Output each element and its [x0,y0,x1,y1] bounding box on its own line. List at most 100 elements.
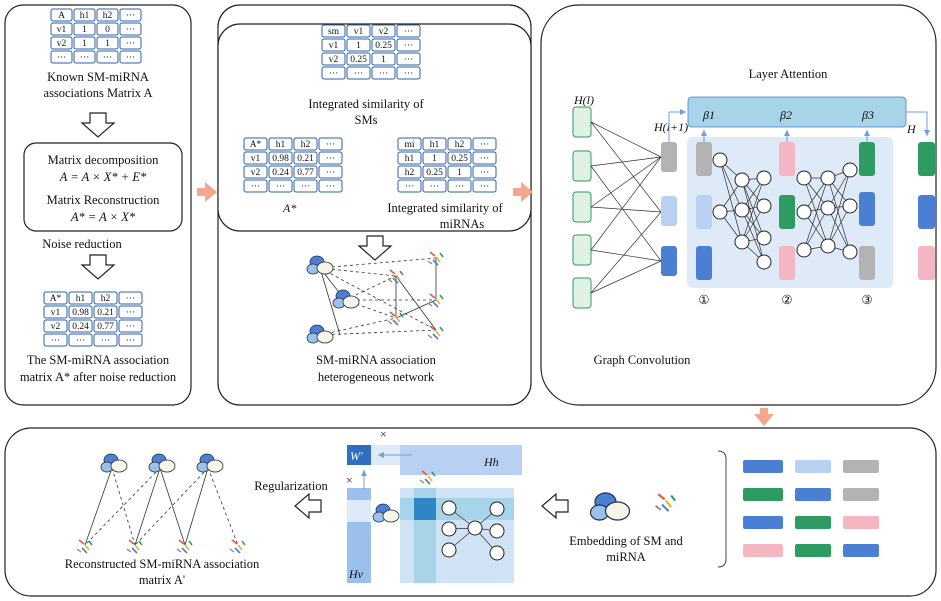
net-node [820,170,836,186]
net-node [756,254,772,270]
net-node [796,170,812,186]
matrix-cell-text: ··· [326,154,336,164]
matrix-cell-text: v1 [354,27,364,37]
network-caption-line2: heterogeneous network [318,370,435,384]
matrix-cell [321,66,346,80]
beta-1: β1 [702,108,715,122]
net-edge [741,209,765,263]
matrix-cell [43,319,68,333]
sm-caption-line2: SMs [355,113,378,127]
matrix-cell-text: h1 [76,294,86,304]
matrix-cell [293,165,318,179]
matrix-cell-text: v1 [57,25,67,35]
matrix-cell-text: ··· [251,182,261,192]
matrix-cell [318,179,343,193]
matrix-cell-text: A* [250,140,262,150]
sm-caption-line1: Integrated similarity of [308,97,424,111]
matrix-cell [96,50,119,64]
box-line-3: Matrix Reconstruction [47,193,161,207]
caption-astar-line1: The SM-miRNA association [27,353,170,367]
matrix-cell [396,52,421,66]
matrix-cell [371,66,396,80]
matrix-cell-text: 0.25 [350,55,367,65]
embedding-grid [743,460,879,557]
h-l1-label: H(l+1) [653,120,688,134]
matrix-cell [422,151,447,165]
matrix-cell-text: ··· [404,55,414,65]
times-symbol-left: × [346,473,353,487]
matrix-cell [243,165,268,179]
matrix-cell-text: v2 [251,168,261,178]
matrix-cell-text: ··· [103,53,113,63]
matrix-cell-text: mi [404,140,414,150]
net-node [467,520,483,536]
net-edge [827,205,851,247]
decoder-net [441,500,505,561]
box-line-1: Matrix decomposition [48,153,159,167]
matrix-cell [243,137,268,151]
net-edge [741,177,765,243]
net-edge [827,207,851,253]
matrix-cell [119,36,142,50]
matrix-cell [118,305,143,319]
matrix-cell-text: ··· [126,308,136,318]
matrix-cell-text: ··· [326,140,336,150]
matrix-cell-text: 0.21 [97,308,114,318]
matrix-cell-text: ··· [301,182,311,192]
matrix-cell [396,24,421,38]
matrix-cell [50,8,73,22]
net-node [796,242,812,258]
mirna-caption-line2: miRNAs [440,217,485,231]
box-line-2: A = A × X* + E* [59,170,147,184]
matrix-cell [472,165,497,179]
matrix-cell-text: v2 [329,55,339,65]
matrix-cell [73,8,96,22]
matrix-cell [321,38,346,52]
matrix-cell [346,24,371,38]
matrix-cell-text: ··· [126,294,136,304]
net-node [842,198,858,214]
matrix-cell-text: ··· [354,69,364,79]
matrix-cell-text: 0.21 [297,154,314,164]
layer-number-3: ③ [861,293,872,307]
matrix-cell [50,50,73,64]
down-arrow-icon [80,254,116,280]
flow-arrow-down-icon [754,408,774,426]
matrix-cell-text: ··· [326,168,336,178]
matrix-cell [118,319,143,333]
matrix-cell [50,22,73,36]
net-node [842,162,858,178]
matrix-cell [447,137,472,151]
matrix-cell-text: ··· [326,182,336,192]
beta-3: β3 [861,108,874,122]
matrix-cell-text: 0.77 [97,322,114,332]
neural-net-1 [712,152,772,270]
matrix-cell-text: A* [50,294,62,304]
embedding-caption-line1: Embedding of SM and [569,534,683,548]
matrix-cell [447,151,472,165]
beta-2: β2 [779,108,792,122]
net-node [441,542,457,558]
matrix-cell-text: 1 [457,168,462,178]
net-node [734,234,750,250]
matrix-cell [43,291,68,305]
matrix-cell [268,179,293,193]
graph-convolution-caption: Graph Convolution [594,353,692,367]
matrix-cell [96,22,119,36]
matrix-cell-text: v2 [57,39,67,49]
matrix-cell-text: ··· [76,336,86,346]
matrix-cell [93,319,118,333]
matrix-cell-text: ··· [57,53,67,63]
result-caption-line2: matrix A' [139,573,185,587]
net-node [842,244,858,260]
matrix-cell [73,22,96,36]
net-edge [803,177,829,251]
hidden-node [661,246,677,276]
network-caption-line1: SM-miRNA association [316,353,437,367]
matrix-cell [422,165,447,179]
matrix-cell [396,38,421,52]
